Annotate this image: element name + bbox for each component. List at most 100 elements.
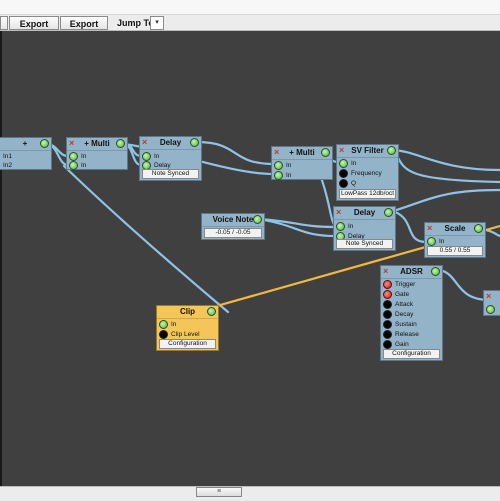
close-icon[interactable]: × [69, 138, 75, 148]
output-port[interactable] [384, 208, 393, 217]
configuration-button[interactable]: Configuration [159, 339, 216, 349]
window-left-edge [0, 31, 2, 486]
node-value-display[interactable]: 0.55 / 0.55 [427, 246, 483, 256]
close-icon[interactable]: × [383, 266, 389, 276]
close-icon[interactable]: × [486, 291, 492, 301]
node-title: Delay [334, 207, 395, 220]
port-label: Release [395, 331, 419, 338]
scrollbar-thumb[interactable]: ≡ [196, 487, 242, 497]
node-title: + Multi [67, 138, 127, 151]
node-title: Scale [425, 223, 485, 236]
input-port[interactable] [336, 222, 345, 231]
export-patch-button[interactable]: Export Patch [9, 16, 59, 43]
node-value-display[interactable]: -0.05 / -0.05 [204, 228, 262, 238]
input-port[interactable] [142, 152, 151, 161]
node-multi-2[interactable]: × + Multi In In [271, 146, 333, 180]
horizontal-scrollbar[interactable] [0, 486, 500, 501]
input-port[interactable] [339, 179, 348, 188]
port-label: Frequency [351, 170, 382, 177]
output-port[interactable] [387, 146, 396, 155]
node-title: + [0, 138, 51, 151]
input-port[interactable] [159, 320, 168, 329]
port-label: In [348, 223, 354, 230]
input-port[interactable] [383, 290, 392, 299]
input-port[interactable] [383, 320, 392, 329]
close-icon[interactable]: × [142, 137, 148, 147]
patch-canvas[interactable] [2, 31, 500, 486]
port-label: Gate [395, 291, 410, 298]
port-label: Q [351, 180, 357, 187]
port-label: Clip Level [171, 331, 200, 338]
input-port[interactable] [383, 340, 392, 349]
node-scale[interactable]: × Scale In 0.55 / 0.55 [424, 222, 486, 258]
node-title: ADSR [381, 266, 442, 279]
export-song-button[interactable]: Export Song [60, 16, 108, 43]
node-adsr[interactable]: × ADSR Trigger Gate Attack Decay Sustain… [380, 265, 443, 361]
output-port[interactable] [190, 138, 199, 147]
output-port[interactable] [321, 148, 330, 157]
input-port[interactable] [427, 237, 436, 246]
output-port[interactable] [253, 215, 262, 224]
output-port[interactable] [116, 139, 125, 148]
toolbar-overflow-button[interactable] [0, 16, 8, 30]
node-delay-1[interactable]: × Delay In Delay Note Synced [139, 136, 202, 181]
input-port[interactable] [383, 300, 392, 309]
input-port[interactable] [383, 280, 392, 289]
output-port[interactable] [474, 224, 483, 233]
input-port[interactable] [383, 330, 392, 339]
port-label: In [439, 238, 445, 245]
node-title: SV Filter [337, 145, 398, 158]
node-offscreen[interactable]: × [483, 290, 500, 316]
close-icon[interactable]: × [339, 145, 345, 155]
port-label: In [351, 160, 357, 167]
port-label: Delay [154, 162, 171, 169]
port-label: Delay [348, 233, 365, 240]
node-clip[interactable]: Clip In Clip Level Configuration [156, 305, 219, 351]
input-port[interactable] [339, 169, 348, 178]
input-port[interactable] [486, 305, 495, 314]
input-port[interactable] [383, 310, 392, 319]
input-port[interactable] [159, 330, 168, 339]
node-voice-note[interactable]: Voice Note -0.05 / -0.05 [201, 213, 265, 240]
jump-to-dropdown[interactable]: ▾ [150, 16, 164, 30]
node-title: Delay [140, 137, 201, 150]
input-port[interactable] [339, 159, 348, 168]
output-port[interactable] [40, 139, 49, 148]
node-footer-button[interactable]: Note Synced [142, 169, 199, 179]
jump-to-label: Jump To: [117, 18, 157, 28]
node-sv-filter[interactable]: × SV Filter In Frequency Q LowPass 12db/… [336, 144, 399, 201]
input-port[interactable] [69, 161, 78, 170]
port-label: Attack [395, 301, 414, 308]
port-label: In2 [3, 162, 13, 169]
node-multi-1[interactable]: × + Multi In In [66, 137, 128, 170]
input-port[interactable] [274, 171, 283, 180]
input-port[interactable] [274, 161, 283, 170]
port-label: Sustain [395, 321, 417, 328]
port-label: In [171, 321, 177, 328]
port-label: In1 [3, 153, 13, 160]
port-label: Decay [395, 311, 414, 318]
close-icon[interactable]: × [427, 223, 433, 233]
output-port[interactable] [207, 307, 216, 316]
node-footer-button[interactable]: Note Synced [336, 239, 393, 249]
node-title: Voice Note [202, 214, 264, 227]
port-label: In [154, 153, 160, 160]
port-label: In [81, 153, 87, 160]
output-port[interactable] [431, 267, 440, 276]
port-label: In [286, 162, 292, 169]
node-delay-2[interactable]: × Delay In Delay Note Synced [333, 206, 396, 251]
node-footer-button[interactable]: LowPass 12db/oct [339, 189, 396, 199]
port-label: In [81, 162, 87, 169]
close-icon[interactable]: × [336, 207, 342, 217]
configuration-button[interactable]: Configuration [383, 349, 440, 359]
port-label: In [286, 172, 292, 179]
toolbar-top-strip [0, 0, 500, 15]
port-label: Trigger [395, 281, 416, 288]
node-sum[interactable]: + In1 In2 [0, 137, 52, 170]
toolbar: Export Patch Export Song Jump To: ▾ [0, 0, 500, 43]
node-title: + Multi [272, 147, 332, 160]
close-icon[interactable]: × [274, 147, 280, 157]
input-port[interactable] [69, 152, 78, 161]
node-title: Clip [157, 306, 218, 319]
port-label: Gain [395, 341, 409, 348]
